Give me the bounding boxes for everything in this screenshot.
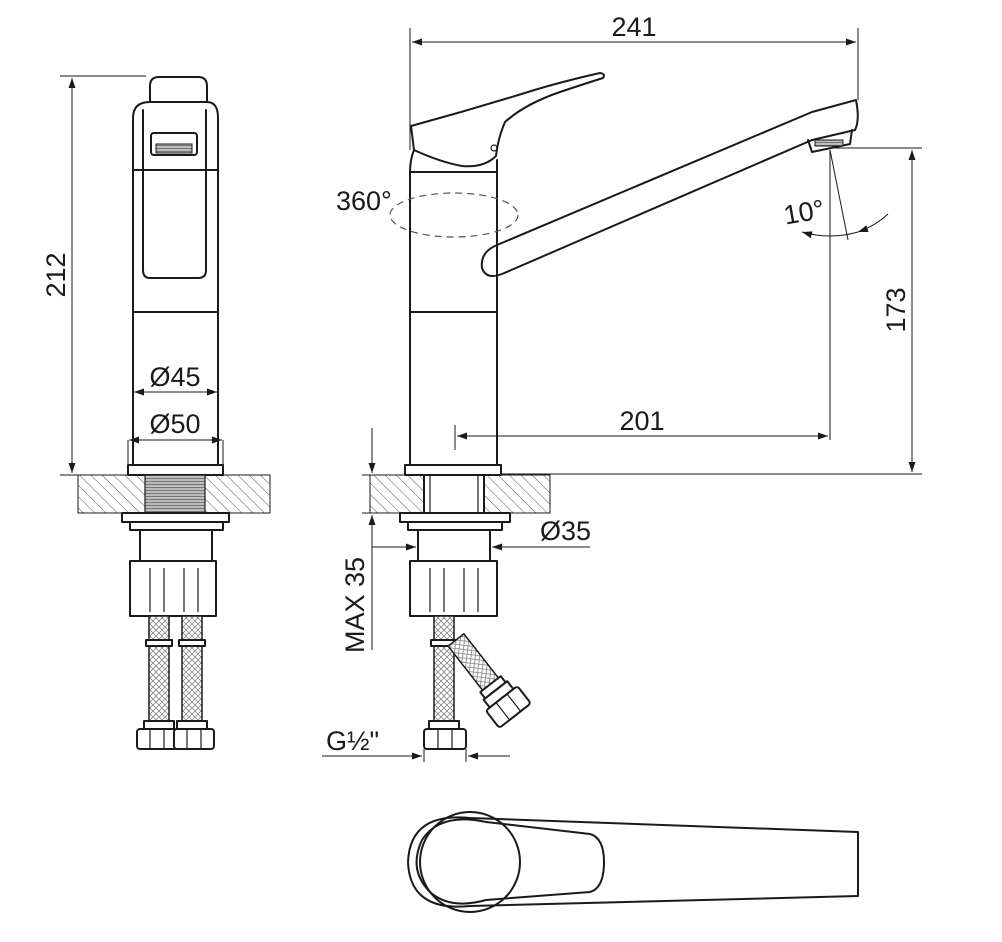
- side-hose-angled: [447, 632, 531, 728]
- top-view: [407, 811, 859, 913]
- front-body-upper: [132, 101, 219, 313]
- dim-label-diam35: Ø35: [540, 516, 591, 546]
- front-aerator: [150, 132, 198, 156]
- side-spout: [480, 99, 859, 277]
- top-view-lever: [415, 818, 605, 905]
- front-base-flange: [127, 464, 224, 476]
- side-base-flange: [404, 464, 502, 476]
- side-body: [409, 171, 498, 466]
- side-hose-straight: [433, 615, 455, 722]
- side-lever-handle: [410, 72, 605, 168]
- angle-arc-10deg: [801, 231, 859, 239]
- dim-label-173: 173: [881, 287, 911, 332]
- front-lever: [149, 76, 208, 103]
- side-hose-nut-straight: [423, 728, 467, 750]
- dim-label-212: 212: [41, 252, 71, 297]
- front-fixing-nut: [129, 560, 217, 617]
- front-hose-left: [148, 615, 170, 722]
- side-aerator: [807, 129, 853, 153]
- dim-label-thread: G½": [326, 726, 379, 756]
- front-hose-nut-right: [173, 728, 215, 750]
- swivel-ellipse: [389, 192, 519, 238]
- front-shank: [144, 474, 206, 514]
- dim-label-201: 201: [619, 406, 664, 436]
- front-view: 212 Ø45 Ø50: [41, 75, 271, 750]
- dim-label-max35: MAX 35: [340, 557, 370, 653]
- dim-label-diam50: Ø50: [149, 409, 200, 439]
- side-fixing-nut: [409, 560, 498, 617]
- dim-label-diam45: Ø45: [149, 362, 200, 392]
- side-view: 360°: [322, 12, 922, 762]
- angle-label-10deg: 10°: [781, 194, 826, 231]
- front-hose-nut-left: [136, 728, 178, 750]
- top-view-outline: [407, 816, 859, 908]
- swivel-angle-label: 360°: [336, 186, 392, 216]
- dim-label-241: 241: [611, 12, 656, 42]
- front-hose-right: [181, 615, 203, 722]
